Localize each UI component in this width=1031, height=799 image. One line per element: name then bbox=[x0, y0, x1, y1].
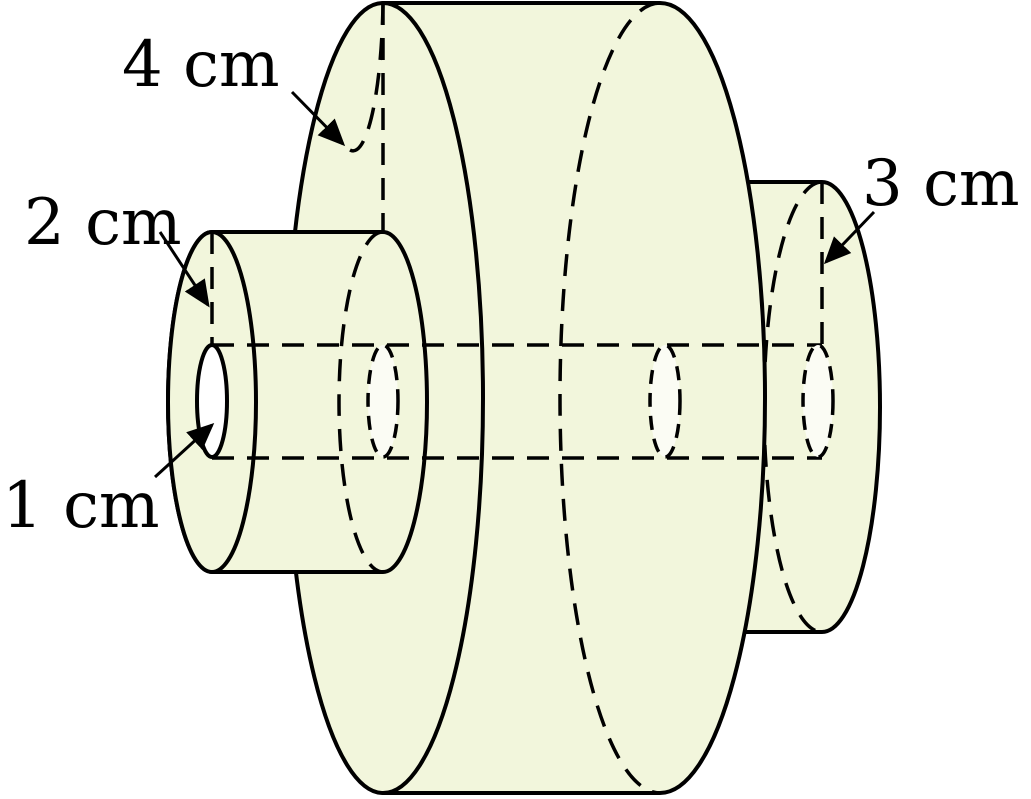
hole-section-left bbox=[366, 343, 400, 459]
label-4cm: 4 cm bbox=[122, 28, 280, 102]
hole-section-right bbox=[801, 343, 835, 459]
label-1cm: 1 cm bbox=[2, 469, 160, 543]
label-2cm: 2 cm bbox=[24, 186, 182, 260]
label-3cm: 3 cm bbox=[862, 147, 1020, 221]
hole-section-middle bbox=[648, 343, 682, 459]
axial-hole bbox=[195, 343, 835, 460]
label-1cm-group: 1 cm bbox=[2, 422, 215, 543]
front-hole bbox=[195, 343, 229, 459]
label-2cm-group: 2 cm bbox=[24, 186, 210, 308]
big-cylinder bbox=[284, 1, 767, 795]
label-4cm-group: 4 cm bbox=[122, 28, 346, 147]
label-3cm-group: 3 cm bbox=[823, 147, 1020, 265]
